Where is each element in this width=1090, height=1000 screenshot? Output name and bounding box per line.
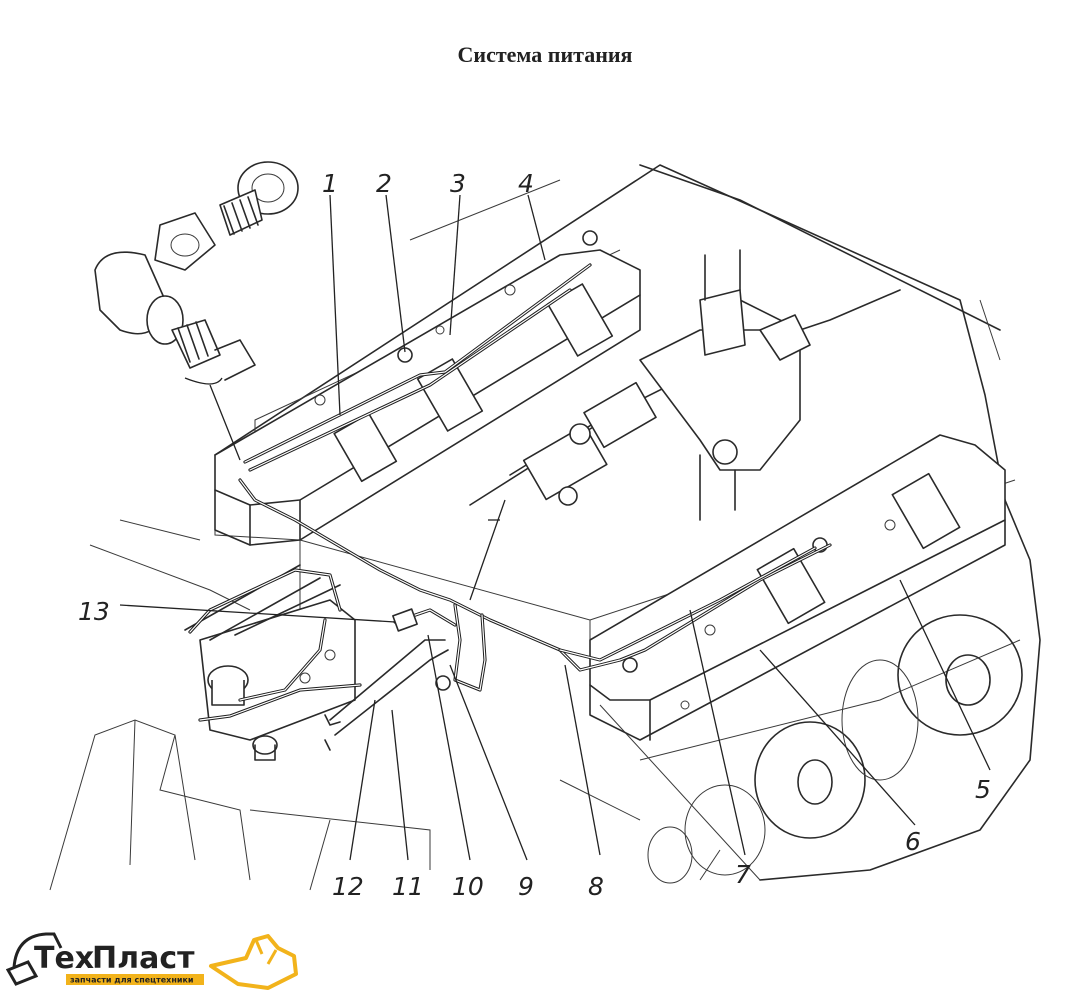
callout-5: 5 [975, 775, 991, 804]
page-title: Система питания [457, 42, 633, 67]
callout-1: 1 [322, 169, 338, 198]
callout-13: 13 [78, 597, 110, 626]
logo-tagline-bar [66, 974, 204, 985]
excavator-bucket-icon [209, 934, 298, 990]
callout-12: 12 [332, 872, 364, 901]
callout-2: 2 [376, 169, 392, 198]
callout-3: 3 [450, 169, 466, 198]
excavator-arm-icon [12, 932, 63, 969]
engine-pulleys [647, 614, 1023, 884]
callout-leaders [119, 194, 991, 861]
fuel-filter-bank [184, 564, 362, 761]
callout-8: 8 [588, 872, 604, 901]
logo-brand-part1: Тех [34, 941, 94, 976]
fitting-detail [94, 161, 299, 461]
callout-4: 4 [518, 169, 534, 198]
callout-7: 7 [735, 860, 751, 889]
callout-11: 11 [392, 872, 424, 901]
fuel-lines [238, 263, 832, 751]
logo-brand-part2: Пласт [92, 941, 195, 976]
logo-tagline: запчасти для спецтехники [70, 976, 194, 985]
drive-coupling [469, 249, 901, 521]
brand-logo: Тех Пласт запчасти для спецтехники [6, 932, 298, 990]
callout-10: 10 [452, 872, 484, 901]
callout-labels: 1 2 3 4 5 6 7 8 9 10 11 12 13 [78, 169, 991, 901]
bucket-icon [6, 960, 39, 986]
callout-6: 6 [905, 827, 921, 856]
injection-pump-right [589, 434, 1006, 741]
callout-9: 9 [518, 872, 534, 901]
